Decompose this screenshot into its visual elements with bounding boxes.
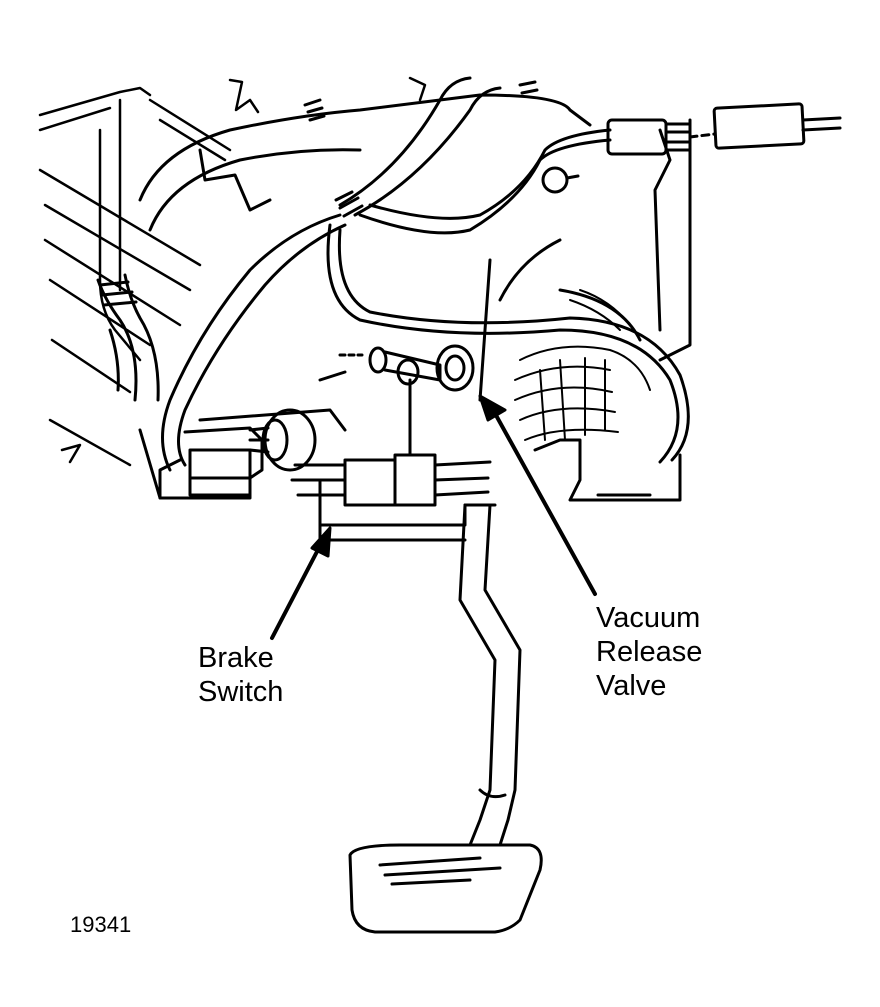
vacuum-label-line1: Vacuum <box>596 602 701 634</box>
harness-connector <box>541 102 842 194</box>
pedal-arm <box>458 503 522 847</box>
figure-number: 19341 <box>70 912 132 937</box>
brake-switch-label-line2: Switch <box>198 676 284 708</box>
rubber-boot <box>514 289 651 441</box>
brake-switch-arrow <box>270 526 332 640</box>
brake-switch-label-line1: Brake <box>198 642 274 674</box>
brake-switch <box>183 378 492 507</box>
vacuum-valve-arrow <box>478 394 597 596</box>
vacuum-label-line2: Release <box>596 636 703 668</box>
wiring-harness <box>161 76 690 472</box>
pedal-pad <box>348 843 543 934</box>
vacuum-release-valve <box>338 344 475 392</box>
vacuum-release-valve-label: Vacuum Release Valve <box>596 601 702 703</box>
dash-frame-lines <box>38 76 427 467</box>
vacuum-hose <box>96 273 160 402</box>
brake-switch-label: Brake Switch <box>198 641 283 709</box>
vacuum-label-line3: Valve <box>596 670 667 702</box>
